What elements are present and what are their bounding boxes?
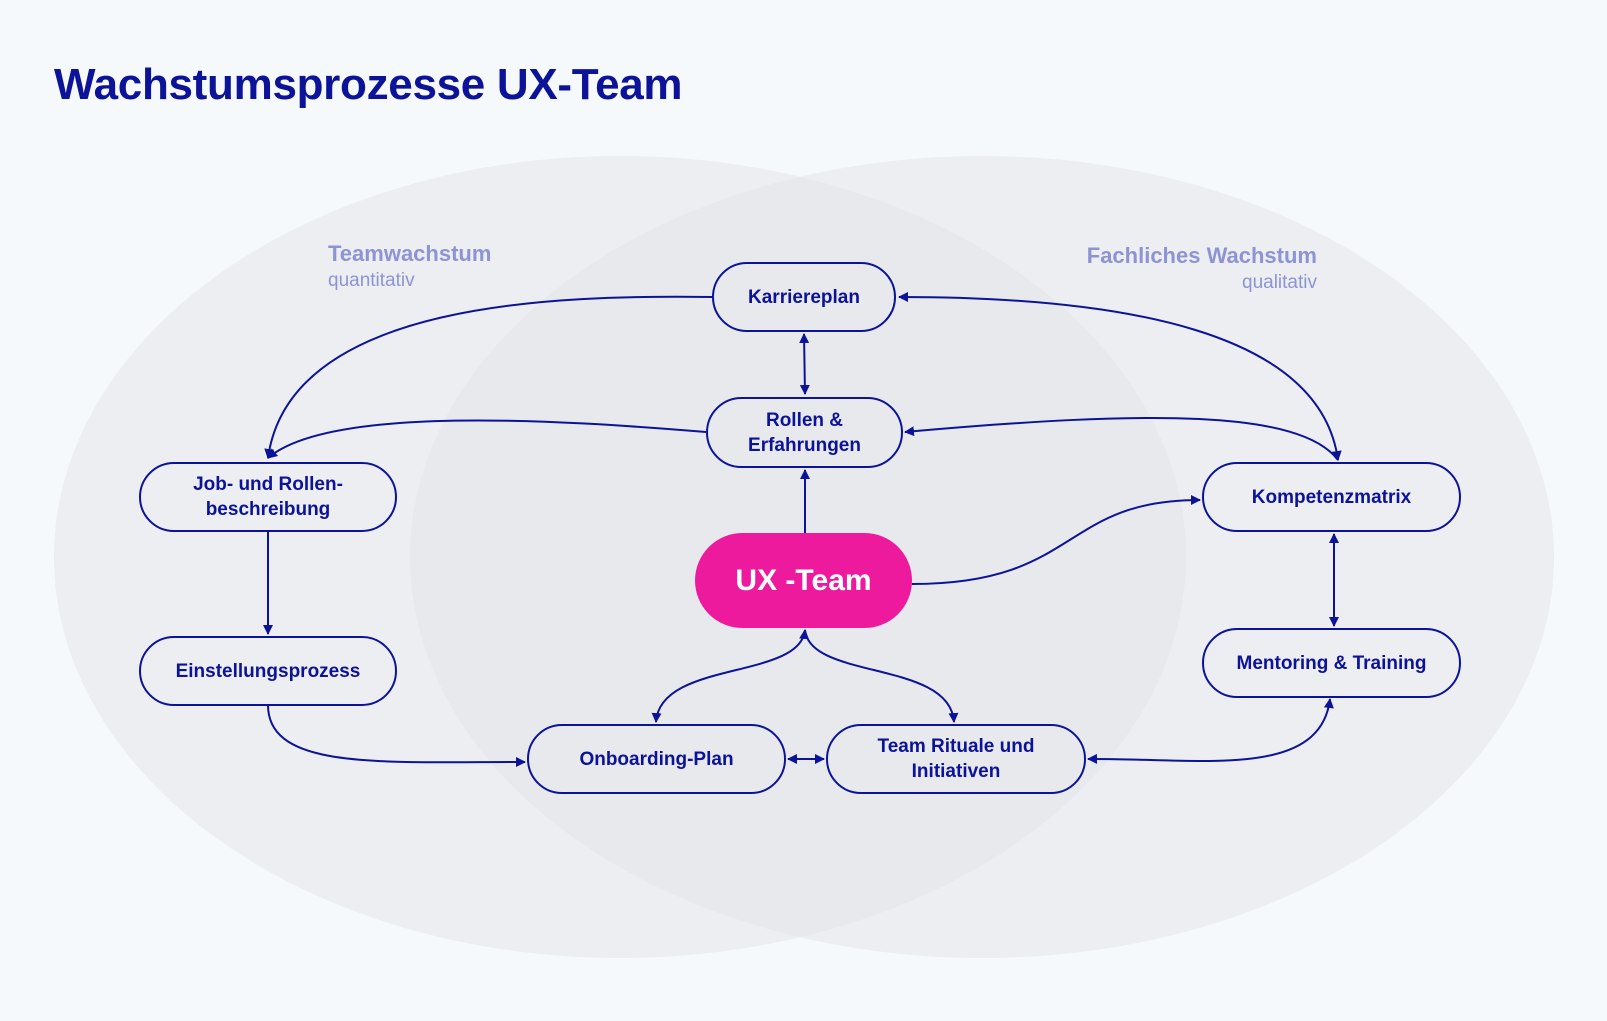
node-job-rollenbeschreibung[interactable]: Job- und Rollen-beschreibung	[139, 462, 397, 532]
node-karriereplan[interactable]: Karriereplan	[712, 262, 896, 332]
region-subtitle: quantitativ	[328, 270, 415, 291]
region-label-fachliches-wachstum: Fachliches Wachstum qualitativ	[1087, 242, 1317, 296]
edge-einstellung-onboarding	[267, 704, 526, 768]
node-onboarding-plan[interactable]: Onboarding-Plan	[527, 724, 786, 794]
edge-karriereplan-job	[264, 295, 713, 459]
node-einstellungsprozess[interactable]: Einstellungsprozess	[139, 636, 397, 706]
node-team-rituale[interactable]: Team Rituale und Initiativen	[826, 724, 1086, 794]
edge-ux-kompetenz	[911, 495, 1201, 585]
edge-mentoring-rituale	[1087, 698, 1334, 764]
region-label-teamwachstum: Teamwachstum quantitativ	[328, 240, 491, 294]
edge-karriereplan-rollen	[799, 333, 810, 395]
region-ellipse-fachlich	[410, 156, 1554, 958]
node-ux-team[interactable]: UX -Team	[695, 533, 912, 628]
node-rollen-erfahrungen[interactable]: Rollen & Erfahrungen	[706, 397, 903, 468]
node-kompetenzmatrix[interactable]: Kompetenzmatrix	[1202, 462, 1461, 532]
edge-ux-rituale	[804, 629, 959, 723]
page-title: Wachstumsprozesse UX-Team	[54, 60, 683, 109]
node-mentoring-training[interactable]: Mentoring & Training	[1202, 628, 1461, 698]
edge-rollen-job	[267, 419, 707, 459]
region-subtitle: qualitativ	[1242, 272, 1317, 293]
edge-kompetenz-karriereplan	[898, 292, 1342, 461]
edge-ux-onboarding	[651, 629, 810, 723]
edge-kompetenz-rollen	[904, 416, 1339, 461]
region-title: Teamwachstum	[328, 241, 492, 266]
region-title: Fachliches Wachstum	[1086, 243, 1317, 268]
